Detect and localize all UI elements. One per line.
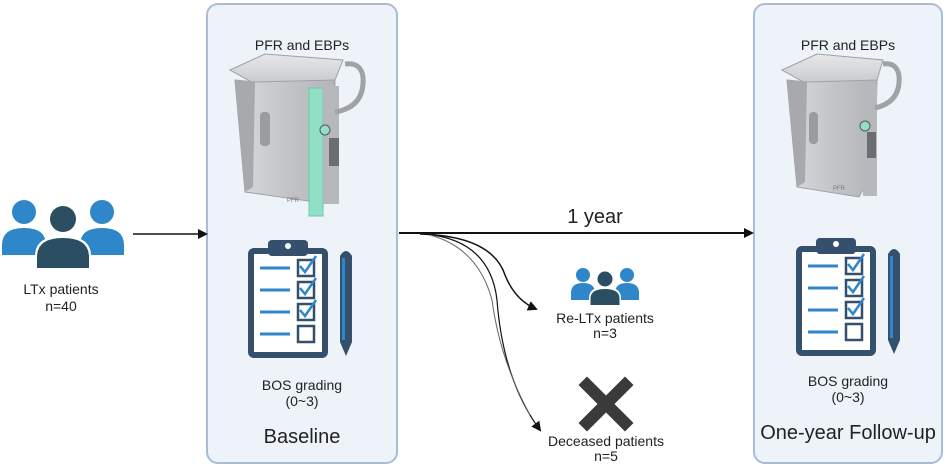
clipboard-checklist-icon	[248, 240, 352, 358]
pfr-device-icon: PFR	[228, 53, 366, 217]
arrow-to-deceased-inner	[429, 234, 531, 416]
followup-grading-range: (0~3)	[831, 389, 865, 405]
baseline-grading-range: (0~3)	[285, 393, 319, 409]
retransplant-count: n=3	[593, 325, 617, 341]
cohort-label: LTx patients	[23, 281, 99, 297]
followup-title: One-year Follow-up	[760, 422, 936, 444]
retransplant-people-icon	[571, 268, 639, 305]
baseline-equipment-label: PFR and EBPs	[254, 37, 350, 53]
people-group-icon	[2, 200, 124, 268]
pfr-device-icon: PFR	[780, 53, 902, 198]
clipboard-checklist-icon	[796, 238, 900, 356]
baseline-title: Baseline	[263, 426, 341, 448]
retransplant-label: Re-LTx patients	[556, 310, 654, 326]
deceased-count: n=5	[594, 448, 618, 464]
baseline-grading-label: BOS grading	[261, 377, 343, 393]
arrow-to-retransplant	[419, 233, 538, 311]
svg-text:PFR: PFR	[287, 198, 300, 204]
svg-text:PFR: PFR	[833, 186, 846, 192]
deceased-cross-icon	[578, 376, 634, 432]
deceased-label: Deceased patients	[548, 433, 664, 449]
followup-equipment-label: PFR and EBPs	[800, 37, 896, 53]
cohort-count: n=40	[45, 298, 77, 314]
interval-label: 1 year	[567, 206, 623, 228]
followup-grading-label: BOS grading	[807, 373, 889, 389]
